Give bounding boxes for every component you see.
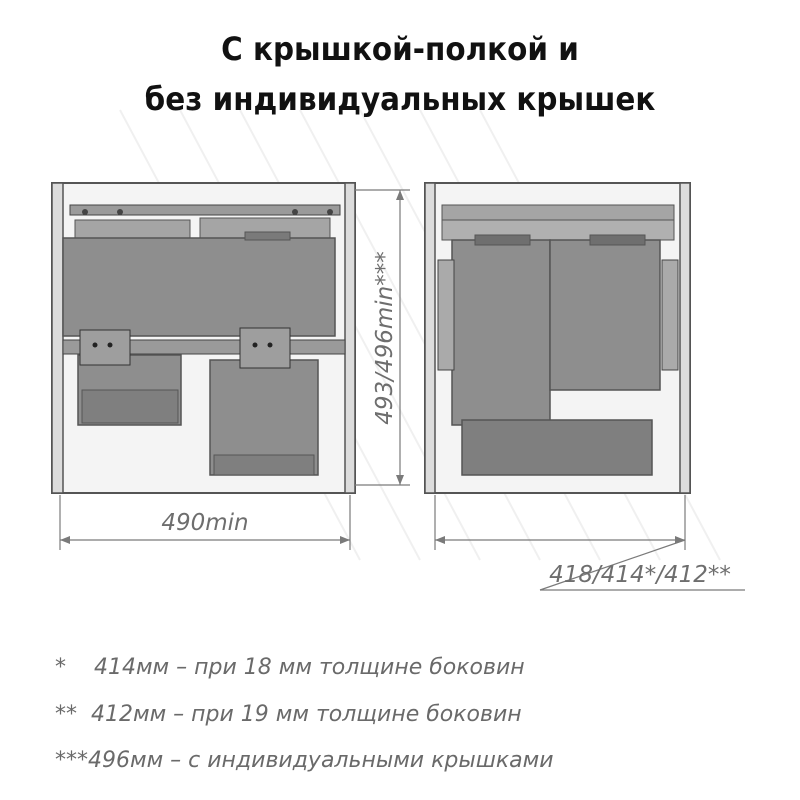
right-bin-handle-left — [474, 234, 531, 246]
bracket-hole — [267, 342, 273, 348]
width-right-leader — [539, 539, 686, 591]
rear-bracket — [239, 327, 291, 369]
lid-handle — [244, 231, 291, 241]
rail-screw — [327, 209, 333, 215]
right-cabinet — [424, 182, 691, 494]
title-line-1: С крышкой-полкой и — [221, 30, 579, 68]
left-cabinet-side-left — [51, 182, 64, 494]
footnote-3: ***496мм – с индивидуальными крышками — [55, 748, 554, 773]
footnote-2: ** 412мм – при 19 мм толщине боковин — [55, 702, 522, 727]
bracket-hole — [92, 342, 98, 348]
right-bin-base — [461, 419, 653, 476]
left-cabinet-side-right — [344, 182, 356, 494]
right-cabinet-side-left — [424, 182, 436, 494]
title-line-2: без индивидуальных крышек — [144, 80, 656, 118]
right-bin-left — [451, 239, 551, 426]
width-left-dimension-label: 490min — [161, 510, 248, 536]
rear-bin-lid-left — [74, 219, 191, 241]
right-bin-handle-right — [589, 234, 646, 246]
top-rail — [69, 204, 341, 216]
right-slide-left — [437, 259, 455, 371]
rail-screw — [117, 209, 123, 215]
left-cabinet — [51, 182, 356, 494]
rail-screw — [82, 209, 88, 215]
height-dimension-label: 493/496min*** — [372, 251, 398, 424]
front-bracket — [79, 329, 131, 366]
width-right-dimension-label: 418/414*/412** — [549, 562, 731, 588]
bracket-hole — [107, 342, 113, 348]
lid-shelf — [62, 237, 336, 337]
footnote-1: * 414мм – при 18 мм толщине боковин — [55, 655, 525, 680]
rail-screw — [292, 209, 298, 215]
left-big-bin-base — [213, 454, 315, 476]
right-bin-right — [549, 239, 661, 391]
dimensions — [59, 189, 745, 591]
left-small-bin-base — [81, 389, 179, 424]
bracket-hole — [252, 342, 258, 348]
right-cabinet-side-right — [679, 182, 691, 494]
dimension-arrows — [60, 190, 685, 544]
right-slide-right — [661, 259, 679, 371]
right-lid-shelf — [441, 204, 675, 221]
